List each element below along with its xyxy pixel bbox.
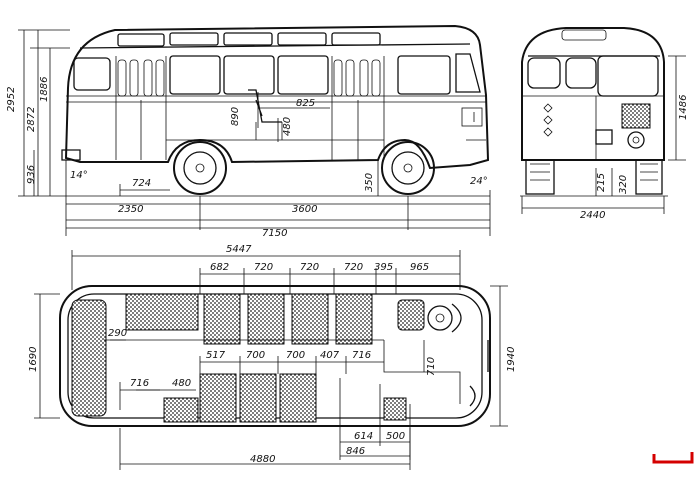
dim-wheelbase: 3600 — [292, 204, 317, 215]
dim-overhang-part: 724 — [132, 178, 151, 189]
dim-h-body: 2872 — [26, 107, 37, 132]
dim-plan-outer-width: 1940 — [506, 347, 517, 372]
dim-plan-top-4: 395 — [374, 262, 393, 273]
dim-plan-top-0: 682 — [210, 262, 229, 273]
dim-h-floor: 936 — [26, 165, 37, 184]
dim-plan-rear-seat: 716 — [130, 378, 149, 389]
dim-h-total: 2952 — [6, 87, 17, 112]
dim-plan-step1: 614 — [354, 431, 373, 442]
side-dimensions: 2952 2872 1886 936 14° 24° 724 2350 3600… — [6, 29, 491, 239]
dim-seat-depth: 480 — [282, 117, 293, 136]
dim-plan-top-1: 720 — [254, 262, 273, 273]
dim-plan-mid-1: 700 — [246, 350, 265, 361]
corner-marker — [652, 452, 694, 464]
dim-rear-low1: 215 — [596, 173, 607, 192]
dim-rear-track: 2440 — [580, 210, 605, 221]
dim-plan-top-3: 720 — [344, 262, 363, 273]
dim-plan-rear-seat2: 480 — [172, 378, 191, 389]
rear-dimensions: 1486 2440 215 320 — [521, 55, 689, 221]
dim-plan-mid-0: 517 — [206, 350, 226, 361]
dim-plan-top-2: 720 — [300, 262, 319, 273]
dim-plan-step2: 500 — [386, 431, 405, 442]
dim-plan-aisle: 290 — [108, 328, 127, 339]
dim-seat-height: 890 — [230, 107, 241, 126]
dim-rear-height: 1486 — [678, 95, 689, 120]
dim-rear-low2: 320 — [618, 175, 629, 194]
dim-plan-inner-width: 1690 — [28, 347, 39, 372]
dim-plan-step3: 846 — [346, 446, 365, 457]
dim-clearance: 350 — [364, 173, 375, 192]
dim-plan-inner-length: 5447 — [226, 244, 252, 255]
dim-plan-mid-4: 716 — [352, 350, 371, 361]
dim-plan-door: 710 — [426, 357, 437, 376]
dim-plan-top-5: 965 — [410, 262, 429, 273]
dim-plan-floor-length: 4880 — [250, 454, 275, 465]
plan-view — [59, 285, 491, 427]
dim-length-total: 7150 — [262, 228, 287, 239]
dim-plan-mid-3: 407 — [320, 350, 340, 361]
plan-dimensions: 5447 682 720 720 720 395 965 1690 1940 2… — [28, 244, 517, 470]
side-view — [60, 24, 490, 197]
dim-plan-mid-2: 700 — [286, 350, 305, 361]
rear-view — [520, 27, 668, 197]
dim-angle-front: 14° — [70, 170, 88, 181]
dim-angle-rear: 24° — [470, 176, 488, 187]
dim-h-roof: 1886 — [39, 77, 50, 102]
dim-seat-pitch: 825 — [296, 98, 315, 109]
dim-overhang-front: 2350 — [118, 204, 143, 215]
